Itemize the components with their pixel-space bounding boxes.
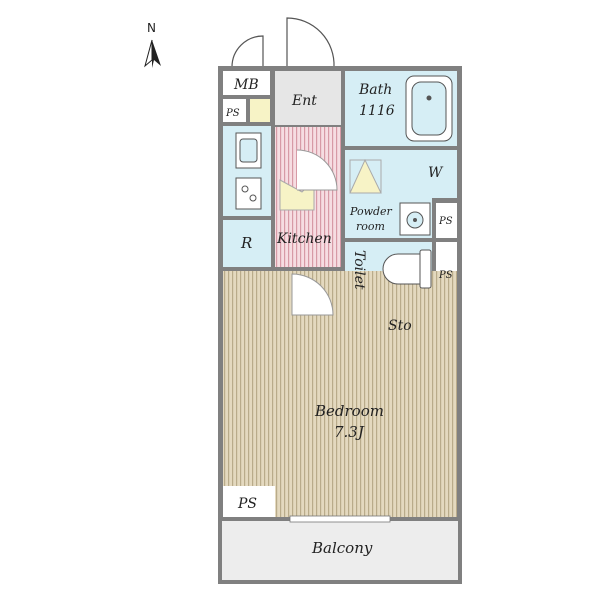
mb-label: MB: [233, 77, 259, 93]
ps-shaft-top-left: [223, 99, 246, 122]
ps-label-4: PS: [237, 496, 257, 512]
washbasin-icon: [399, 202, 431, 236]
north-compass: N: [144, 21, 161, 68]
stove-icon: [235, 177, 262, 210]
mb-closet: [223, 71, 270, 95]
ent-label: Ent: [291, 93, 317, 109]
bath-size-label: 1116: [359, 103, 395, 119]
bedroom-floor: [223, 271, 457, 517]
toilet-label: Toilet: [351, 250, 367, 290]
powder-label-line2: room: [356, 220, 385, 233]
door-swings: [291, 149, 338, 316]
balcony: [222, 521, 458, 580]
powder-cabinet-icon: [349, 158, 382, 194]
washer-space: [420, 150, 457, 198]
compass-label: N: [147, 21, 156, 35]
shoe-cabinet: [250, 99, 270, 122]
ps-shaft-powder: [436, 203, 457, 238]
bedroom-size-label: 7.3J: [334, 423, 365, 441]
toilet-icon: [382, 249, 432, 289]
sto-label: Sto: [388, 318, 412, 334]
sink-icon: [235, 132, 262, 169]
bedroom-label: Bedroom: [314, 402, 384, 420]
fridge-space: [223, 220, 271, 267]
powder-label-line1: Powder: [349, 205, 393, 218]
entry-doors: [231, 17, 335, 68]
compass-arrow-icon: [152, 40, 161, 68]
ps-label-3: PS: [438, 270, 453, 281]
ps-label-1: PS: [225, 108, 240, 119]
entrance-area: [275, 71, 341, 125]
w-label: W: [428, 165, 444, 181]
bathtub-icon: [405, 75, 453, 142]
balcony-label: Balcony: [311, 539, 373, 557]
ps-shaft-bedroom: [223, 486, 275, 517]
balcony-window: [289, 515, 391, 523]
kitchen-label: Kitchen: [276, 231, 332, 247]
ps-label-2: PS: [438, 216, 453, 227]
r-label: R: [240, 234, 252, 252]
bath-label: Bath: [358, 82, 392, 98]
